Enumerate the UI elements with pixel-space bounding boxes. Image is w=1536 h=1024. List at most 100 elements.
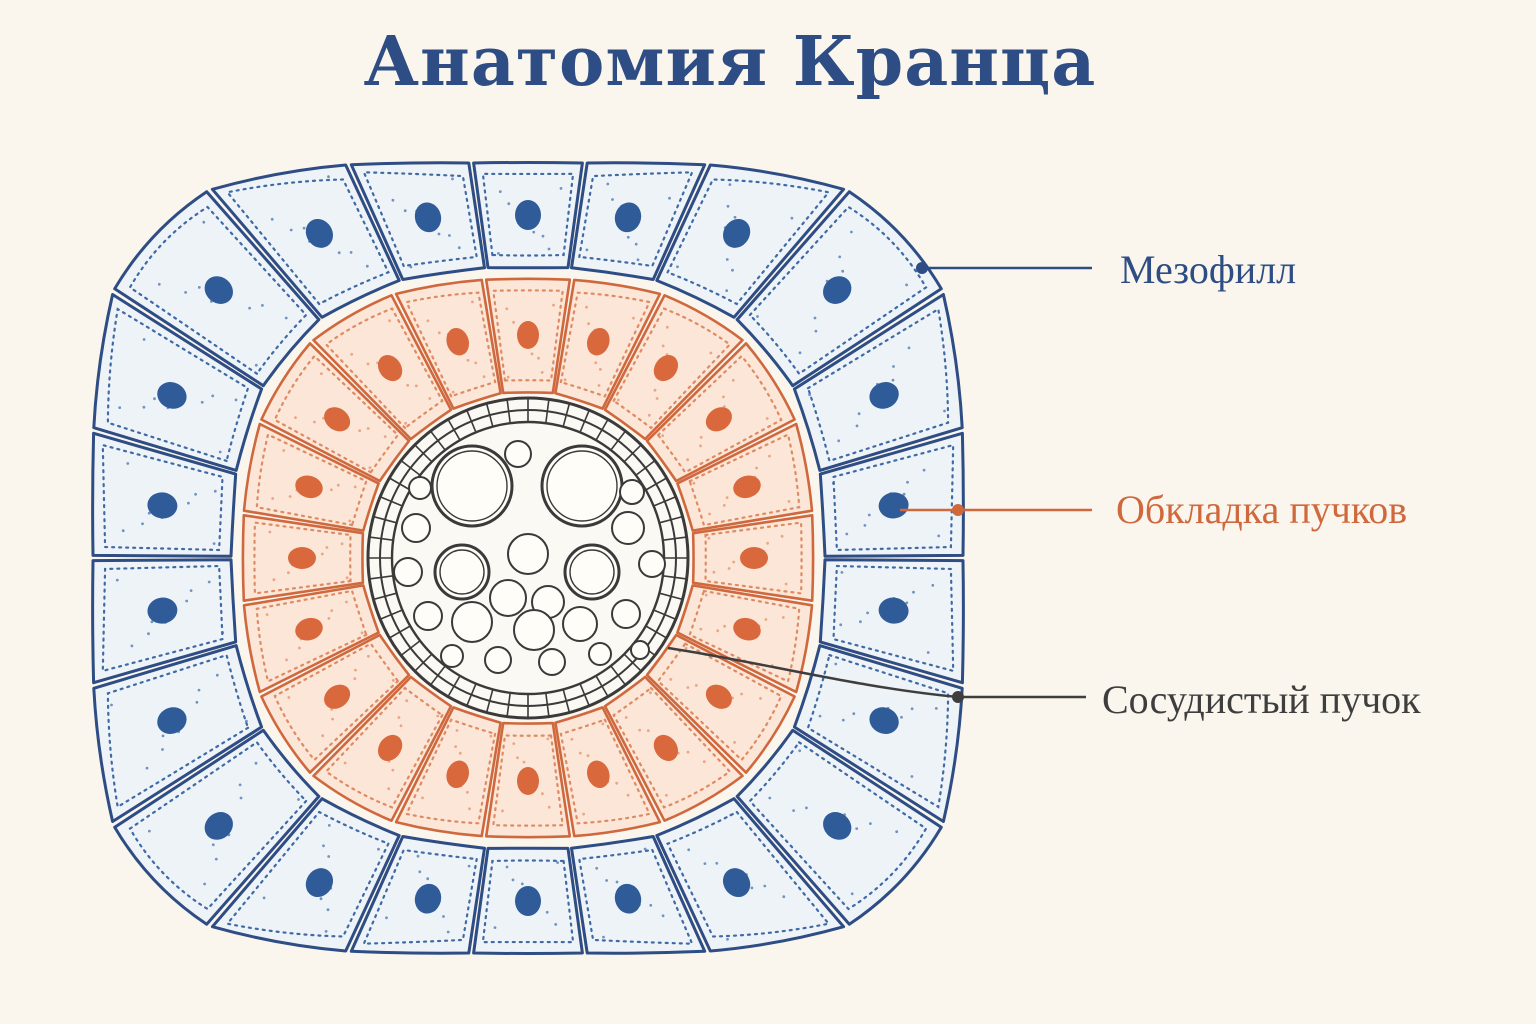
bundle-sheath-cell-granule xyxy=(271,497,275,500)
mesophyll-cell-granule xyxy=(121,529,125,533)
bundle-sheath-cell-granule xyxy=(350,352,354,356)
mesophyll-cell-granule xyxy=(262,896,266,900)
mesophyll-cell-granule xyxy=(197,688,201,692)
mesophyll-cell-granule xyxy=(756,315,759,318)
mesophyll-cell-granule xyxy=(841,269,845,273)
bundle-sheath-cell xyxy=(676,584,814,694)
bundle-sheath-cell-granule xyxy=(768,454,771,458)
bundle-sheath-cell-nucleus xyxy=(733,617,761,641)
mesophyll-cell xyxy=(113,728,321,926)
mesophyll-cell xyxy=(792,644,964,823)
bundle-sheath-cell-granule xyxy=(451,390,455,394)
bundle-sheath-cell-nucleus xyxy=(705,684,732,709)
mesophyll-cell-granule xyxy=(377,847,380,851)
mesophyll-cell-granule xyxy=(818,714,822,718)
mesophyll-cell-granule xyxy=(831,482,835,485)
bundle-sheath-cell-granule xyxy=(353,485,357,489)
mesophyll-cell-granule xyxy=(118,406,122,409)
mesophyll-cell-granule xyxy=(841,718,845,722)
bundle-sheath-cell-granule xyxy=(404,421,407,425)
mesophyll-cell-granule xyxy=(457,246,461,250)
bundle-sheath-cell-granule xyxy=(712,570,716,574)
mesophyll-cell-granule xyxy=(615,880,619,884)
bundle-sheath-cell-nucleus xyxy=(288,547,316,569)
bundle-sheath-cell-nucleus xyxy=(295,617,323,641)
mesophyll-cell-granule xyxy=(147,511,151,515)
bundle-sheath-cell-nucleus xyxy=(733,475,761,499)
xylem-vessel-lumen xyxy=(439,549,485,595)
bundle-sheath-cell-membrane xyxy=(273,642,400,762)
bundle-sheath-cell-granule xyxy=(727,567,731,570)
mesophyll-cell-granule xyxy=(115,578,119,582)
bundle-sheath-cell-granule xyxy=(458,751,462,755)
bundle-sheath-cell-granule xyxy=(552,303,555,307)
bundle-leader-dot xyxy=(952,691,964,703)
bundle-sheath-cell-granule xyxy=(684,646,688,650)
mesophyll-cell-granule xyxy=(327,855,331,858)
bundle-sheath-cell-granule xyxy=(272,578,276,582)
mesophyll-cell-granule xyxy=(203,882,207,886)
mesophyll-cell-granule xyxy=(297,798,300,801)
bundle-sheath-cell-granule xyxy=(414,384,418,388)
bundle-sheath-cell-granule xyxy=(383,435,387,438)
mesophyll-cell-granule xyxy=(126,462,130,465)
bundle-wall-segment xyxy=(414,444,433,463)
phloem-cell xyxy=(630,640,650,660)
bundle-wall-segment xyxy=(429,665,446,686)
bundle-sheath-cell-granule xyxy=(766,541,769,545)
bundle-sheath-cell-granule xyxy=(265,613,269,616)
mesophyll-cell-granule xyxy=(585,248,589,252)
mesophyll-cell-nucleus xyxy=(515,200,541,230)
bundle-sheath-cell-nucleus xyxy=(586,760,610,789)
bundle-wall-segment xyxy=(653,496,677,507)
bundle-sheath-cell-granule xyxy=(399,724,403,728)
bundle-sheath-cell-granule xyxy=(570,737,574,741)
bundle-sheath-cell-membrane xyxy=(704,521,803,595)
bundle-sheath-cell-granule xyxy=(649,691,652,695)
bundle-wall-segment xyxy=(623,444,642,463)
bundle-sheath-cell xyxy=(484,277,572,395)
mesophyll-cell-nucleus xyxy=(869,382,899,409)
mesophyll-cell-granule xyxy=(284,316,288,320)
mesophyll-cell-membrane xyxy=(106,653,250,809)
mesophyll-cell-wall xyxy=(92,293,264,472)
bundle-sheath-cell-granule xyxy=(638,728,642,732)
mesophyll-label: Мезофилл xyxy=(1120,247,1297,292)
bundle-sheath-cell-granule xyxy=(731,378,735,382)
mesophyll-cell-granule xyxy=(668,196,671,200)
sheath-leader-dot xyxy=(952,504,964,516)
mesophyll-cell-membrane xyxy=(806,307,950,463)
mesophyll-cell-granule xyxy=(497,252,500,255)
bundle-sheath-cell-granule xyxy=(522,760,526,764)
bundle-sheath-cell-granule xyxy=(764,618,768,621)
bundle-sheath-cell-granule xyxy=(626,793,630,797)
phloem-cell xyxy=(507,533,549,575)
bundle-sheath-cell-granule xyxy=(288,495,292,498)
mesophyll-cell-granule xyxy=(161,748,164,751)
mesophyll-cell-granule xyxy=(895,830,899,834)
mesophyll-cell-granule xyxy=(814,329,818,333)
mesophyll-cell-granule xyxy=(270,217,274,221)
mesophyll-cell-granule xyxy=(322,844,325,848)
mesophyll-cell xyxy=(818,431,965,558)
mesophyll-cell-granule xyxy=(782,895,786,899)
bundle-sheath-cell-nucleus xyxy=(377,734,403,761)
bundle-wall-segment xyxy=(662,536,687,541)
bundle-wall-segment xyxy=(379,496,403,507)
bundle-sheath-ring xyxy=(241,277,815,839)
bundle-sheath-cell-granule xyxy=(586,754,590,758)
mesophyll-cell-granule xyxy=(442,915,445,918)
mesophyll-cell-nucleus xyxy=(823,812,852,840)
mesophyll-cell-granule xyxy=(187,501,190,505)
phloem-cell xyxy=(588,642,612,666)
bundle-sheath-cell-granule xyxy=(482,375,486,379)
mesophyll-cell-membrane xyxy=(128,740,308,911)
mesophyll-cell-membrane xyxy=(101,564,224,673)
bundle-sheath-cell-granule xyxy=(366,427,370,430)
bundle-sheath-cell-membrane xyxy=(559,291,652,398)
mesophyll-cell-nucleus xyxy=(614,883,642,914)
mesophyll-cell-granule xyxy=(703,862,707,865)
bundle-sheath-cell-granule xyxy=(505,307,509,311)
